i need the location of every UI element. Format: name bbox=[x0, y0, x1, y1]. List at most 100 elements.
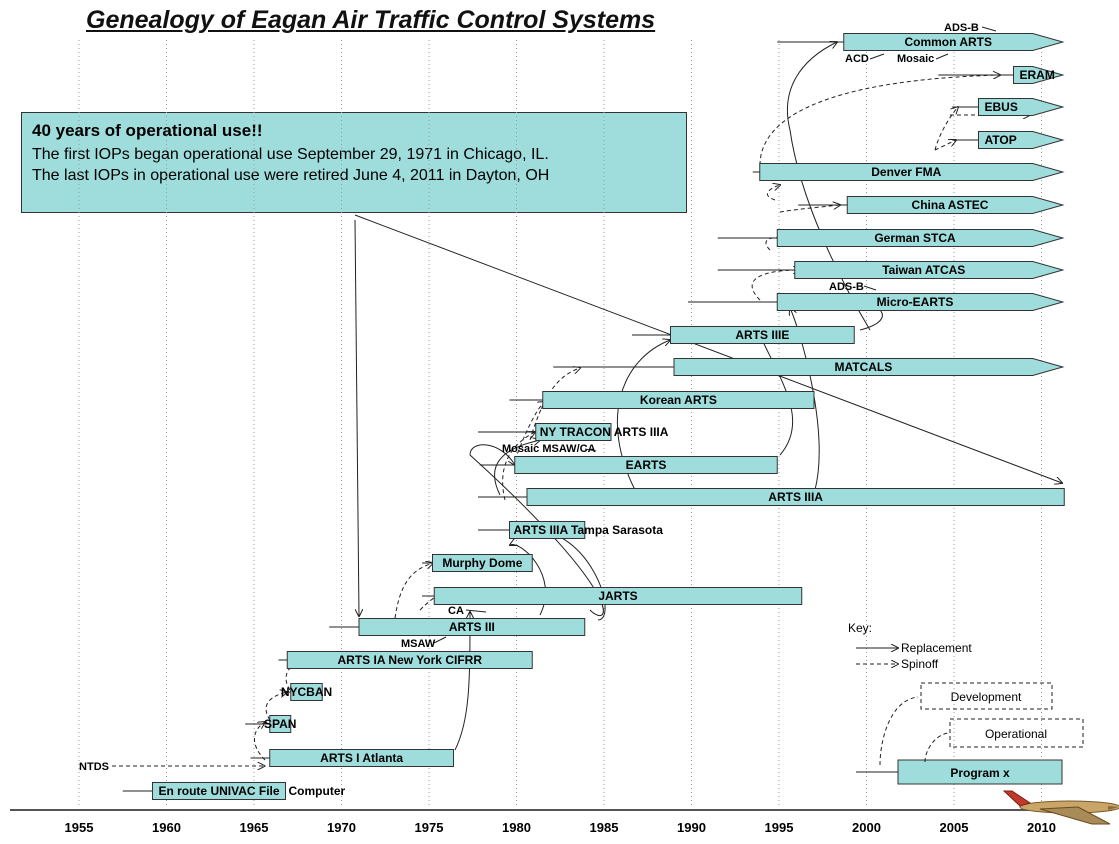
bar-arts3e bbox=[670, 326, 855, 344]
annotation-leader bbox=[465, 609, 487, 613]
spinoff-link bbox=[759, 75, 1000, 166]
bar-german bbox=[776, 229, 1065, 247]
bar-arts1 bbox=[269, 749, 454, 767]
label-span: SPAN bbox=[264, 717, 296, 731]
replacement-link bbox=[790, 308, 820, 491]
airplane-wing bbox=[1039, 806, 1111, 825]
spinoff-link bbox=[254, 722, 265, 761]
key-development-leader bbox=[879, 696, 919, 766]
key-operational-leader bbox=[924, 732, 949, 763]
annotation-adsb-micro: ADS-B bbox=[829, 281, 864, 293]
replacement-link bbox=[494, 440, 540, 496]
label-enroute-extra: Computer bbox=[289, 784, 346, 798]
bar-earts bbox=[514, 456, 778, 474]
axis-tick-label: 2005 bbox=[940, 820, 969, 835]
label-arts3e: ARTS IIIE bbox=[735, 328, 789, 342]
axis-tick-label: 2010 bbox=[1027, 820, 1056, 835]
bar-matcals bbox=[673, 358, 1065, 376]
label-earts: EARTS bbox=[626, 458, 667, 472]
annotation-leader bbox=[863, 285, 877, 291]
replacement-link bbox=[354, 219, 359, 616]
bar-murphy bbox=[432, 554, 533, 572]
bar-nytracon bbox=[535, 423, 612, 441]
spinoff-link bbox=[779, 205, 840, 213]
label-commonarts: Common ARTS bbox=[904, 35, 992, 49]
spinoff-link bbox=[765, 238, 785, 251]
key-operational-box bbox=[949, 718, 1084, 748]
axis-tick-label: 1960 bbox=[152, 820, 181, 835]
bar-korean bbox=[542, 391, 815, 409]
axis-tick-label: 1990 bbox=[677, 820, 706, 835]
label-murphy: Murphy Dome bbox=[442, 556, 522, 570]
label-atop: ATOP bbox=[985, 133, 1017, 147]
label-enroute: En route UNIVAC File bbox=[158, 784, 279, 798]
bar-microearts bbox=[776, 293, 1065, 311]
key-program-label: Program x bbox=[950, 766, 1010, 780]
key-development-box bbox=[920, 682, 1053, 710]
bar-taiwan bbox=[794, 261, 1065, 279]
annotation-msaw: MSAW bbox=[401, 638, 436, 650]
axis-tick-label: 1965 bbox=[240, 820, 269, 835]
key-title: Key: bbox=[848, 621, 872, 635]
axis-tick-label: 1975 bbox=[415, 820, 444, 835]
bar-arts3 bbox=[358, 618, 586, 636]
label-microearts: Micro-EARTS bbox=[877, 295, 954, 309]
bar-jarts bbox=[433, 587, 803, 605]
callout-heading: 40 years of operational use!! bbox=[32, 121, 263, 140]
replacement-link bbox=[786, 42, 871, 331]
callout-box: 40 years of operational use!! The first … bbox=[21, 112, 687, 213]
key-operational-label: Operational bbox=[985, 727, 1047, 741]
annotation-leader bbox=[935, 53, 949, 60]
label-matcals: MATCALS bbox=[834, 360, 892, 374]
label-arts3a: ARTS IIIA bbox=[768, 490, 823, 504]
label-denver: Denver FMA bbox=[871, 165, 941, 179]
label-jarts: JARTS bbox=[598, 589, 637, 603]
replacement-link bbox=[354, 214, 1062, 483]
label-china: China ASTEC bbox=[912, 198, 989, 212]
axis-tick-label: 1995 bbox=[765, 820, 794, 835]
bar-tampa bbox=[509, 521, 586, 539]
bar-ebus bbox=[978, 98, 1065, 116]
annotation-leader bbox=[584, 448, 597, 452]
label-korean: Korean ARTS bbox=[640, 393, 717, 407]
key-replacement-label: Replacement bbox=[901, 641, 972, 655]
label-german: German STCA bbox=[874, 231, 956, 245]
bar-enroute bbox=[152, 782, 286, 800]
airplane-nose bbox=[1108, 806, 1119, 810]
label-nycban: NYCBAN bbox=[281, 685, 332, 699]
axis-tick-label: 1980 bbox=[502, 820, 531, 835]
spinoff-link bbox=[265, 692, 287, 721]
bar-atop bbox=[978, 131, 1065, 149]
bar-nycban bbox=[290, 683, 323, 701]
annotation-mosaic: Mosaic bbox=[897, 53, 934, 65]
spinoff-link bbox=[934, 140, 956, 151]
label-arts1a: ARTS IA New York CIFRR bbox=[338, 653, 483, 667]
spinoff-link bbox=[529, 368, 580, 441]
label-nytracon: NY TRACON ARTS IIIA bbox=[540, 425, 669, 439]
label-taiwan: Taiwan ATCAS bbox=[882, 263, 965, 277]
label-ebus: EBUS bbox=[985, 100, 1018, 114]
bar-commonarts bbox=[843, 33, 1065, 51]
axis-tick-label: 2000 bbox=[852, 820, 881, 835]
label-arts3: ARTS III bbox=[449, 620, 495, 634]
bar-eram bbox=[1013, 66, 1065, 84]
annotation-leader bbox=[433, 636, 447, 644]
bar-span bbox=[269, 715, 292, 733]
axis-tick-label: 1985 bbox=[590, 820, 619, 835]
annotation-ntds: NTDS bbox=[79, 761, 109, 773]
label-eram: ERAM bbox=[1020, 68, 1055, 82]
annotation-ca: CA bbox=[448, 605, 464, 617]
annotation-acd: ACD bbox=[845, 53, 869, 65]
annotation-mosaic-msaw-ca: Mosaic MSAW/CA bbox=[502, 443, 596, 455]
axis-tick-label: 1955 bbox=[65, 820, 94, 835]
spinoff-link bbox=[934, 107, 958, 151]
page-title: Genealogy of Eagan Air Traffic Control S… bbox=[86, 6, 656, 34]
annotation-leader bbox=[869, 53, 885, 60]
bar-arts3a bbox=[526, 488, 1065, 506]
replacement-link bbox=[520, 529, 606, 621]
spinoff-link bbox=[766, 185, 780, 201]
annotation-leader bbox=[981, 26, 997, 32]
callout-line-1: The first IOPs began operational use Sep… bbox=[32, 146, 549, 163]
